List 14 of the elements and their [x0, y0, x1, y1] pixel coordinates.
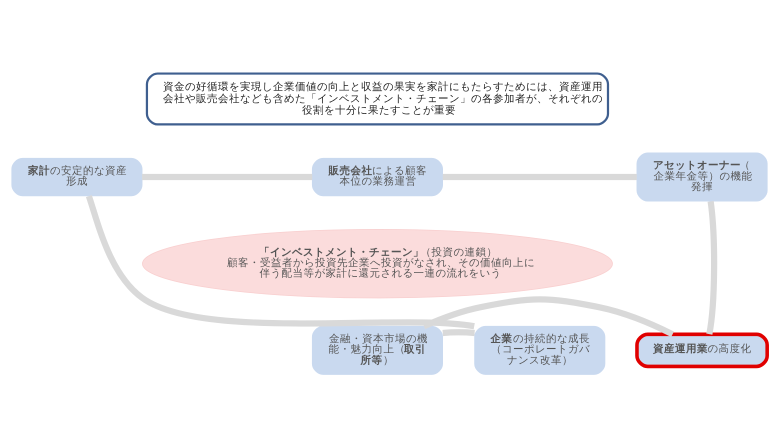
node-box: 資金の好循環を実現し企業価値の向上と収益の果実を家計にもたらすためには、資産運用会社や販売会社なども含めた「インベストメント・チェーン」の各参加者が、それぞれの役割を十分に果たすことが重要: [146, 72, 610, 126]
connector: [442, 174, 637, 180]
connector: [142, 174, 312, 180]
node-ellipse: 「インベストメント・チェーン」（投資の連鎖） 顧客・受益者から投資先企業へ投資がなされ、その価値向上に伴う配当等が家計に還元される一連の流れをいう: [142, 229, 613, 298]
connector: [442, 329, 475, 336]
connector: [422, 296, 674, 338]
node-box: 金融・資本市場の機能・魅力向上（取引所等）: [312, 326, 443, 375]
node-box: 資産運用業の高度化: [635, 332, 769, 368]
connector: [86, 195, 475, 330]
node-box: 販売会社による顧客本位の業務運営: [312, 158, 443, 196]
connector: [706, 201, 718, 335]
node-box: 家計の安定的な資産形成: [11, 158, 142, 196]
node-box: 企業の持続的な成長（コーポレートガバナンス改革）: [474, 326, 606, 375]
node-box: アセットオーナー（企業年金等）の機能発揮: [636, 152, 768, 202]
